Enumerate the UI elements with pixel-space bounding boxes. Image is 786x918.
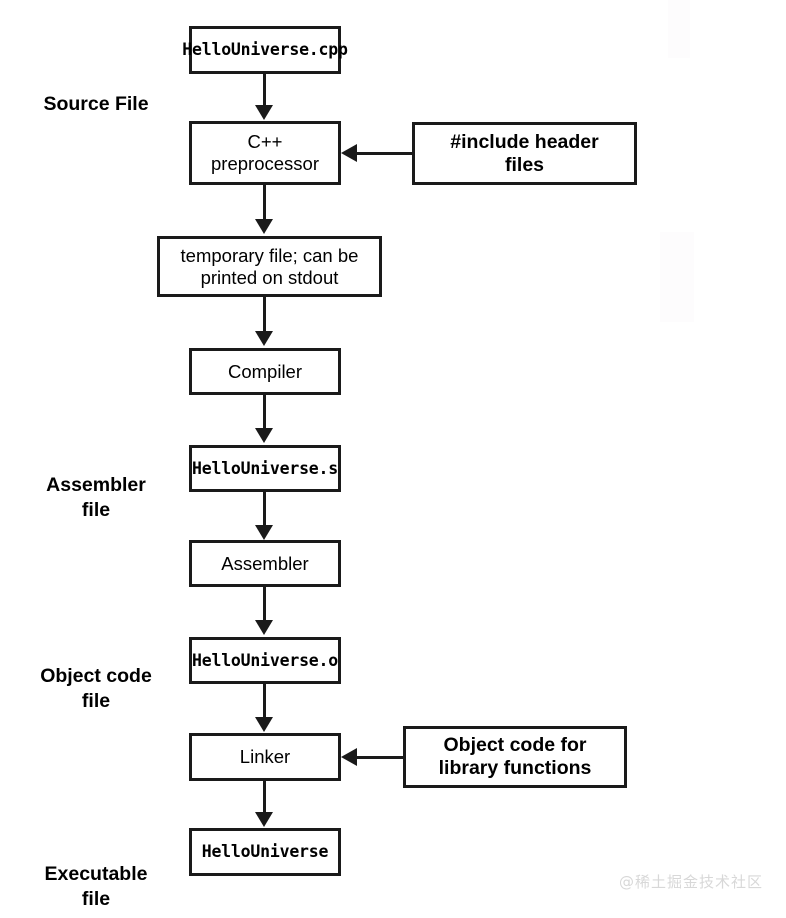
node-label-line2: library functions: [438, 757, 592, 779]
connector-preprocessor-to-temp: [263, 185, 266, 221]
node-label-line1: C++: [247, 131, 283, 153]
connector-include-to-preprocessor: [357, 152, 413, 155]
node-compiler[interactable]: Compiler: [189, 348, 341, 395]
connector-assembler-to-object: [263, 587, 266, 621]
stage-label-assembler-file: Assembler file: [16, 449, 176, 522]
node-linker[interactable]: Linker: [189, 733, 341, 781]
connector-compiler-to-assembly: [263, 395, 266, 429]
node-library-object-code[interactable]: Object code for library functions: [403, 726, 627, 788]
node-source-file[interactable]: HelloUniverse.cpp: [182, 26, 348, 74]
connector-linker-to-executable: [263, 781, 266, 813]
node-temporary-file[interactable]: temporary file; can be printed on stdout: [157, 236, 382, 297]
arrowhead-source-to-preprocessor: [255, 105, 273, 120]
node-label-line1: Object code for: [443, 734, 587, 756]
node-label-line1: temporary file; can be: [180, 244, 359, 266]
node-label-line2: files: [504, 153, 545, 176]
connector-assembly-to-assembler: [263, 492, 266, 526]
arrowhead-linker-to-executable: [255, 812, 273, 827]
node-label-line2: preprocessor: [211, 153, 319, 174]
background-artifact: [660, 232, 694, 322]
arrowhead-library-to-linker: [341, 748, 357, 766]
stage-label-object-code-file: Object code file: [16, 640, 176, 713]
arrowhead-preprocessor-to-temp: [255, 219, 273, 234]
node-label-line2: printed on stdout: [200, 266, 339, 288]
connector-source-to-preprocessor: [263, 74, 266, 108]
node-label: Linker: [239, 746, 291, 768]
arrowhead-temp-to-compiler: [255, 331, 273, 346]
arrowhead-object-to-linker: [255, 717, 273, 732]
stage-label-text: Source File: [43, 93, 149, 115]
background-artifact: [668, 0, 690, 58]
connector-temp-to-compiler: [263, 297, 266, 333]
stage-label-source-file: Source File: [16, 92, 176, 116]
node-assembler[interactable]: Assembler: [189, 540, 341, 587]
watermark: @稀土掘金技术社区: [619, 871, 763, 892]
arrowhead-assembler-to-object: [255, 620, 273, 635]
node-label-line1: #include header: [450, 130, 599, 153]
node-object-file[interactable]: HelloUniverse.o: [189, 637, 341, 684]
arrowhead-assembly-to-assembler: [255, 525, 273, 540]
node-cpp-preprocessor[interactable]: C++ preprocessor: [189, 121, 341, 185]
connector-library-to-linker: [357, 756, 404, 759]
node-label: HelloUniverse.s: [192, 458, 339, 478]
stage-label-text: Executable file: [44, 863, 148, 910]
stage-label-text: Object code file: [40, 665, 152, 712]
node-label: HelloUniverse.o: [192, 650, 339, 670]
node-include-header-files[interactable]: #include header files: [412, 122, 637, 185]
node-label: Compiler: [227, 360, 303, 382]
watermark-text: @稀土掘金技术社区: [619, 873, 764, 891]
node-assembly-file[interactable]: HelloUniverse.s: [189, 445, 341, 492]
arrowhead-include-to-preprocessor: [341, 144, 357, 162]
node-executable[interactable]: HelloUniverse: [189, 828, 341, 876]
stage-label-executable-file: Executable file: [16, 838, 176, 911]
node-label: Assembler: [221, 552, 309, 574]
node-label: HelloUniverse: [201, 842, 329, 862]
connector-object-to-linker: [263, 684, 266, 718]
node-label: HelloUniverse.cpp: [182, 40, 348, 60]
arrowhead-compiler-to-assembly: [255, 428, 273, 443]
stage-label-text: Assembler file: [46, 474, 146, 521]
